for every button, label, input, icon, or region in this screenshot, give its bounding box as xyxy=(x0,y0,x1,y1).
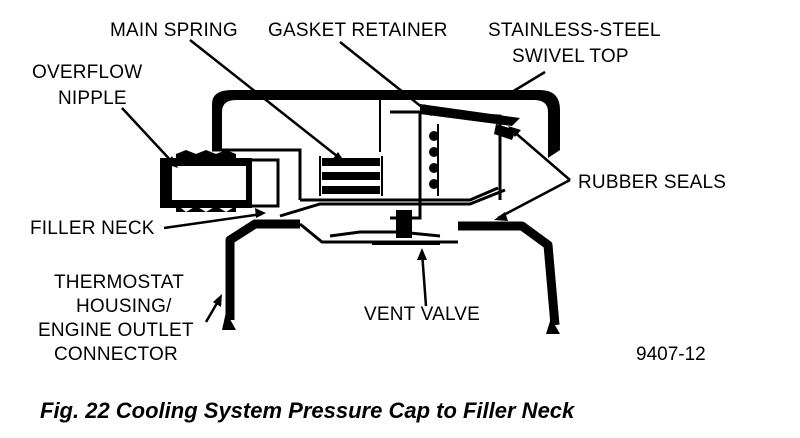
leader-overflow-nipple xyxy=(121,107,175,165)
arrowhead-thermostat xyxy=(213,294,222,307)
arrowhead-main-spring xyxy=(332,152,346,164)
leader-rubber-seals-upper xyxy=(511,129,571,181)
figure-code: 9407-12 xyxy=(636,344,706,365)
arrowhead-rubber-seals-upper xyxy=(508,126,521,137)
leader-rubber-seals-lower xyxy=(497,178,571,220)
arrowhead-vent-valve xyxy=(417,248,427,260)
label-swivel-top-line1: STAINLESS-STEEL xyxy=(488,20,661,41)
leader-filler-neck xyxy=(163,212,263,230)
figure-caption: Fig. 22 Cooling System Pressure Cap to F… xyxy=(40,398,576,423)
label-overflow-line1: OVERFLOW xyxy=(32,62,142,83)
leader-lines xyxy=(121,39,571,323)
overflow-nipple-drawing xyxy=(160,150,280,212)
label-thermostat-line1: THERMOSTAT xyxy=(54,272,184,293)
label-thermostat-line4: CONNECTOR xyxy=(54,344,178,365)
label-thermostat-line2: HOUSING/ xyxy=(76,296,172,317)
swivel-top-drawing xyxy=(212,90,560,218)
leader-swivel-top xyxy=(511,70,546,94)
label-thermostat-line3: ENGINE OUTLET xyxy=(38,320,194,341)
arrowhead-overflow-nipple xyxy=(166,156,178,168)
label-gasket-retainer: GASKET RETAINER xyxy=(268,20,448,41)
leader-gasket-retainer xyxy=(339,41,429,113)
leader-vent-valve xyxy=(420,251,428,307)
leader-main-spring xyxy=(189,39,343,161)
label-overflow-line2: NIPPLE xyxy=(58,88,127,109)
arrowhead-rubber-seals-lower xyxy=(494,212,508,221)
main-spring-drawing xyxy=(319,156,383,196)
arrowhead-filler-neck xyxy=(255,208,266,218)
vent-valve-drawing xyxy=(329,210,441,245)
arrowheads xyxy=(166,104,521,307)
label-main-spring: MAIN SPRING xyxy=(110,20,238,41)
label-vent-valve: VENT VALVE xyxy=(364,304,480,325)
arrowhead-gasket-retainer xyxy=(419,104,432,116)
label-filler-neck: FILLER NECK xyxy=(30,218,155,239)
thermostat-housing-drawing xyxy=(222,219,560,334)
label-rubber-seals: RUBBER SEALS xyxy=(578,172,726,193)
label-swivel-top-line2: SWIVEL TOP xyxy=(512,46,629,67)
